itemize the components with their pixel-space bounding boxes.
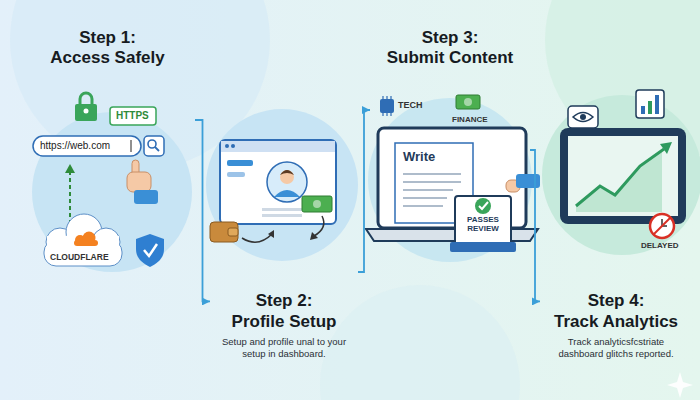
background xyxy=(667,372,693,398)
step-heading: Step 4: Track Analytics xyxy=(554,291,678,332)
step2-illustration xyxy=(268,230,274,238)
step-panel: Step 4: Track AnalyticsTrack analyticsfc… xyxy=(540,110,692,360)
step1-illustration xyxy=(32,112,192,272)
step3-illustration xyxy=(455,196,511,246)
step3-illustration xyxy=(456,95,480,109)
step2-illustration xyxy=(280,170,294,184)
step1-illustration xyxy=(127,172,151,192)
step-description: Track analyticsfcstriate dashboard glitc… xyxy=(546,336,686,360)
step2-illustration xyxy=(302,196,332,212)
step4-illustration xyxy=(653,217,671,235)
step3-illustration xyxy=(403,174,461,206)
step4-illustration xyxy=(568,106,598,128)
step1-illustration xyxy=(144,136,164,156)
step3-illustration xyxy=(464,98,472,106)
step-panel: Step 3: Submit Content xyxy=(370,28,530,258)
step1-illustration xyxy=(84,109,89,114)
step1-illustration xyxy=(33,136,141,156)
step3-illustration xyxy=(383,96,391,116)
step3-illustration xyxy=(366,229,538,241)
step4-illustration xyxy=(560,128,686,224)
step3-illustration xyxy=(516,174,540,188)
step-heading: Step 1: Access Safely xyxy=(50,28,164,69)
step1-illustration xyxy=(110,107,156,125)
step4-illustration xyxy=(660,142,672,154)
cdn-logo-text: CLOUDFLARE xyxy=(50,253,109,262)
step2-illustration xyxy=(267,162,307,202)
step1-illustration xyxy=(80,93,92,104)
step1-illustration xyxy=(32,93,192,272)
step-heading: Step 2: Profile Setup xyxy=(232,291,337,332)
step-description: Setup and profile unal to your setup in … xyxy=(216,336,352,360)
step3-illustration xyxy=(450,242,516,252)
step4-illustration xyxy=(568,136,678,216)
step1-illustration xyxy=(131,140,132,152)
step2-illustration xyxy=(313,200,321,208)
step-heading: Step 3: Submit Content xyxy=(387,28,514,69)
step2-illustration xyxy=(220,140,336,224)
step3-illustration xyxy=(380,99,394,113)
step-panel: Step 2: Profile SetupSetup and profile u… xyxy=(210,110,358,360)
step3-illustration xyxy=(479,202,488,209)
step1-illustration xyxy=(75,104,97,121)
step2-illustration xyxy=(206,109,358,261)
step4-illustration xyxy=(655,95,659,114)
flow-connector xyxy=(195,120,210,301)
flow-connector xyxy=(358,110,370,272)
step4-illustration xyxy=(542,90,700,255)
url-text: https://web.com xyxy=(40,140,110,151)
step1-illustration xyxy=(155,147,159,151)
step4-illustration xyxy=(636,90,664,118)
step2-illustration xyxy=(274,190,300,197)
step2-illustration xyxy=(225,144,229,148)
background xyxy=(320,285,520,400)
step4-illustration xyxy=(648,101,652,114)
review-badge-text: PASSES REVIEW xyxy=(458,216,508,234)
step4-illustration xyxy=(573,113,593,122)
step2-illustration xyxy=(314,216,324,236)
status-text: DELAYED xyxy=(641,242,679,251)
step4-illustration xyxy=(641,106,645,114)
step1-illustration xyxy=(136,234,164,267)
category-tag: FINANCE xyxy=(452,116,488,125)
step1-illustration xyxy=(144,244,157,256)
step2-illustration xyxy=(206,109,358,261)
step1-illustration xyxy=(69,172,71,224)
step2-illustration xyxy=(227,172,245,177)
step2-illustration xyxy=(231,144,235,148)
flow-connector xyxy=(530,150,540,301)
step4-illustration xyxy=(650,214,674,238)
step4-illustration xyxy=(576,149,664,206)
category-tag: TECH xyxy=(398,101,423,111)
step2-illustration xyxy=(221,141,335,152)
step1-illustration xyxy=(148,140,156,148)
step2-illustration xyxy=(262,214,302,217)
step4-illustration xyxy=(580,114,586,120)
step2-illustration xyxy=(242,234,272,242)
step1-illustration xyxy=(65,164,75,173)
step4-illustration xyxy=(542,95,700,255)
https-badge-text: HTTPS xyxy=(116,110,149,121)
step2-illustration xyxy=(280,170,294,175)
step1-illustration xyxy=(134,190,158,204)
step2-illustration xyxy=(227,160,253,166)
step1-illustration xyxy=(74,240,98,246)
step2-illustration xyxy=(228,228,238,236)
step3-illustration xyxy=(366,95,540,262)
step2-illustration xyxy=(210,222,238,242)
step3-illustration xyxy=(475,198,491,214)
document-title: Write xyxy=(403,150,435,164)
step2-illustration xyxy=(310,232,318,240)
